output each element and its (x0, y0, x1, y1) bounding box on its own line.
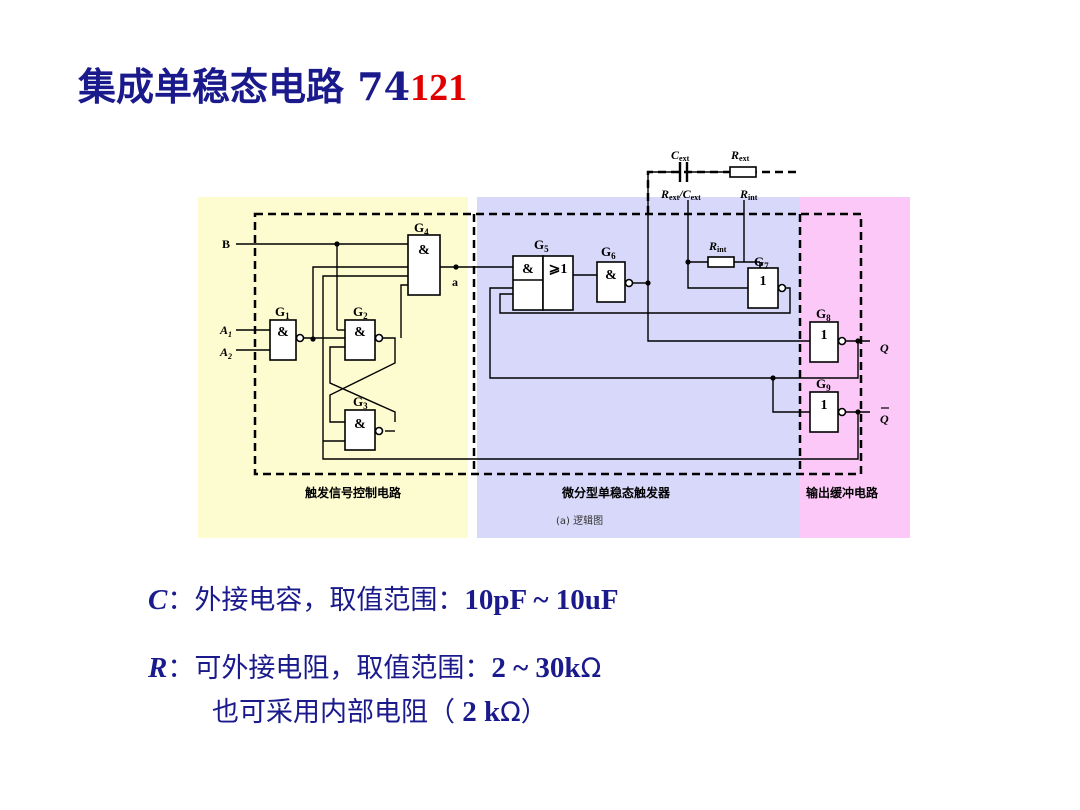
g4-symbol: & (418, 243, 430, 258)
node-a-label: a (452, 275, 458, 289)
output-qbar-label: Q (880, 412, 889, 426)
rint-inner-label: Rint (708, 239, 727, 254)
gate-g3 (344, 409, 376, 451)
gate-names: G4 G1 G2 G3 G5 G6 G7 G8 G9 (275, 220, 831, 411)
cext-label: Cext (671, 148, 690, 163)
gate-g5-and (512, 255, 544, 311)
monostable-caption: 微分型单稳态触发器 (561, 485, 671, 500)
figure-caption: (a) 逻辑图 (556, 514, 603, 527)
g1-symbol: & (277, 325, 289, 340)
rext-label: Rext (730, 148, 750, 163)
internal-suffix: ） (520, 697, 548, 728)
g8-symbol: 1 (821, 328, 828, 343)
g3-label: G3 (353, 394, 368, 411)
gate-g9 (809, 391, 839, 433)
rext-cext-label: Rext/Cext (660, 187, 701, 202)
output-q-label: Q (880, 341, 889, 355)
g5-and-symbol: & (522, 262, 534, 277)
g2-label: G2 (353, 304, 368, 321)
g1-label: G1 (275, 304, 290, 321)
external-components (648, 162, 761, 268)
region-captions: 触发信号控制电路 微分型单稳态触发器 输出缓冲电路 (305, 485, 879, 500)
page-title: 集成单稳态电路 74121 (78, 56, 467, 111)
internal-resistor-note: 也可采用内部电阻（ 2 kΩ） (212, 690, 548, 729)
g7-label: G7 (754, 254, 769, 271)
internal-prefix: 也可采用内部电阻（ (212, 697, 455, 728)
resistor-rint-icon (707, 256, 735, 268)
gate-g8 (809, 321, 839, 363)
gate-g5-or (542, 255, 574, 311)
resistor-note: R：可外接电阻，取值范围：2 ~ 30kΩ (148, 646, 601, 685)
internal-value: 2 k (455, 696, 501, 728)
buffer-region (800, 197, 910, 538)
input-a1-label: A1 (219, 323, 232, 339)
c-description: ：外接电容，取值范围： (167, 585, 465, 616)
g6-symbol: & (605, 268, 617, 283)
g5-or-symbol: ⩾1 (549, 262, 568, 277)
gate-boxes (269, 234, 847, 451)
component-labels: Cext Rext Rext/Cext Rint Rint (660, 148, 758, 254)
g3-symbol: & (354, 417, 366, 432)
gate-g2 (344, 319, 376, 361)
gate-symbols: & & & & & ⩾1 & 1 1 1 (277, 243, 827, 432)
g9-label: G9 (816, 376, 831, 393)
title-accent: 121 (410, 67, 468, 109)
gate-g4 (407, 234, 441, 296)
c-range: 10pF ~ 10uF (464, 584, 619, 616)
r-symbol: R (148, 652, 168, 684)
internal-ohm: Ω (500, 697, 521, 728)
input-b-label: B (222, 237, 230, 251)
title-text: 集成单稳态电路 74 (78, 64, 411, 109)
buffer-caption: 输出缓冲电路 (806, 485, 879, 500)
trigger-caption: 触发信号控制电路 (305, 485, 402, 500)
junction-dots (310, 241, 861, 415)
r-description: ：可外接电阻，取值范围： (167, 653, 492, 684)
g9-symbol: 1 (821, 398, 828, 413)
c-symbol: C (148, 584, 168, 616)
wires (236, 172, 870, 460)
rint-top-label: Rint (739, 187, 758, 202)
resistor-rext-icon (729, 166, 757, 178)
g2-symbol: & (354, 325, 366, 340)
g4-label: G4 (414, 220, 429, 237)
g6-label: G6 (601, 244, 616, 261)
r-ohm: Ω (580, 653, 602, 684)
r-range: 2 ~ 30k (491, 652, 581, 684)
g7-symbol: 1 (760, 274, 767, 289)
gate-g1 (269, 319, 297, 361)
io-labels: B A1 A2 a Q Q (219, 237, 889, 426)
gate-g7 (747, 267, 779, 309)
capacitor-note: C：外接电容，取值范围：10pF ~ 10uF (148, 578, 619, 617)
g8-label: G8 (816, 306, 831, 323)
g5-label: G5 (534, 237, 549, 254)
input-a2-label: A2 (219, 345, 232, 361)
monostable-region (477, 197, 800, 538)
